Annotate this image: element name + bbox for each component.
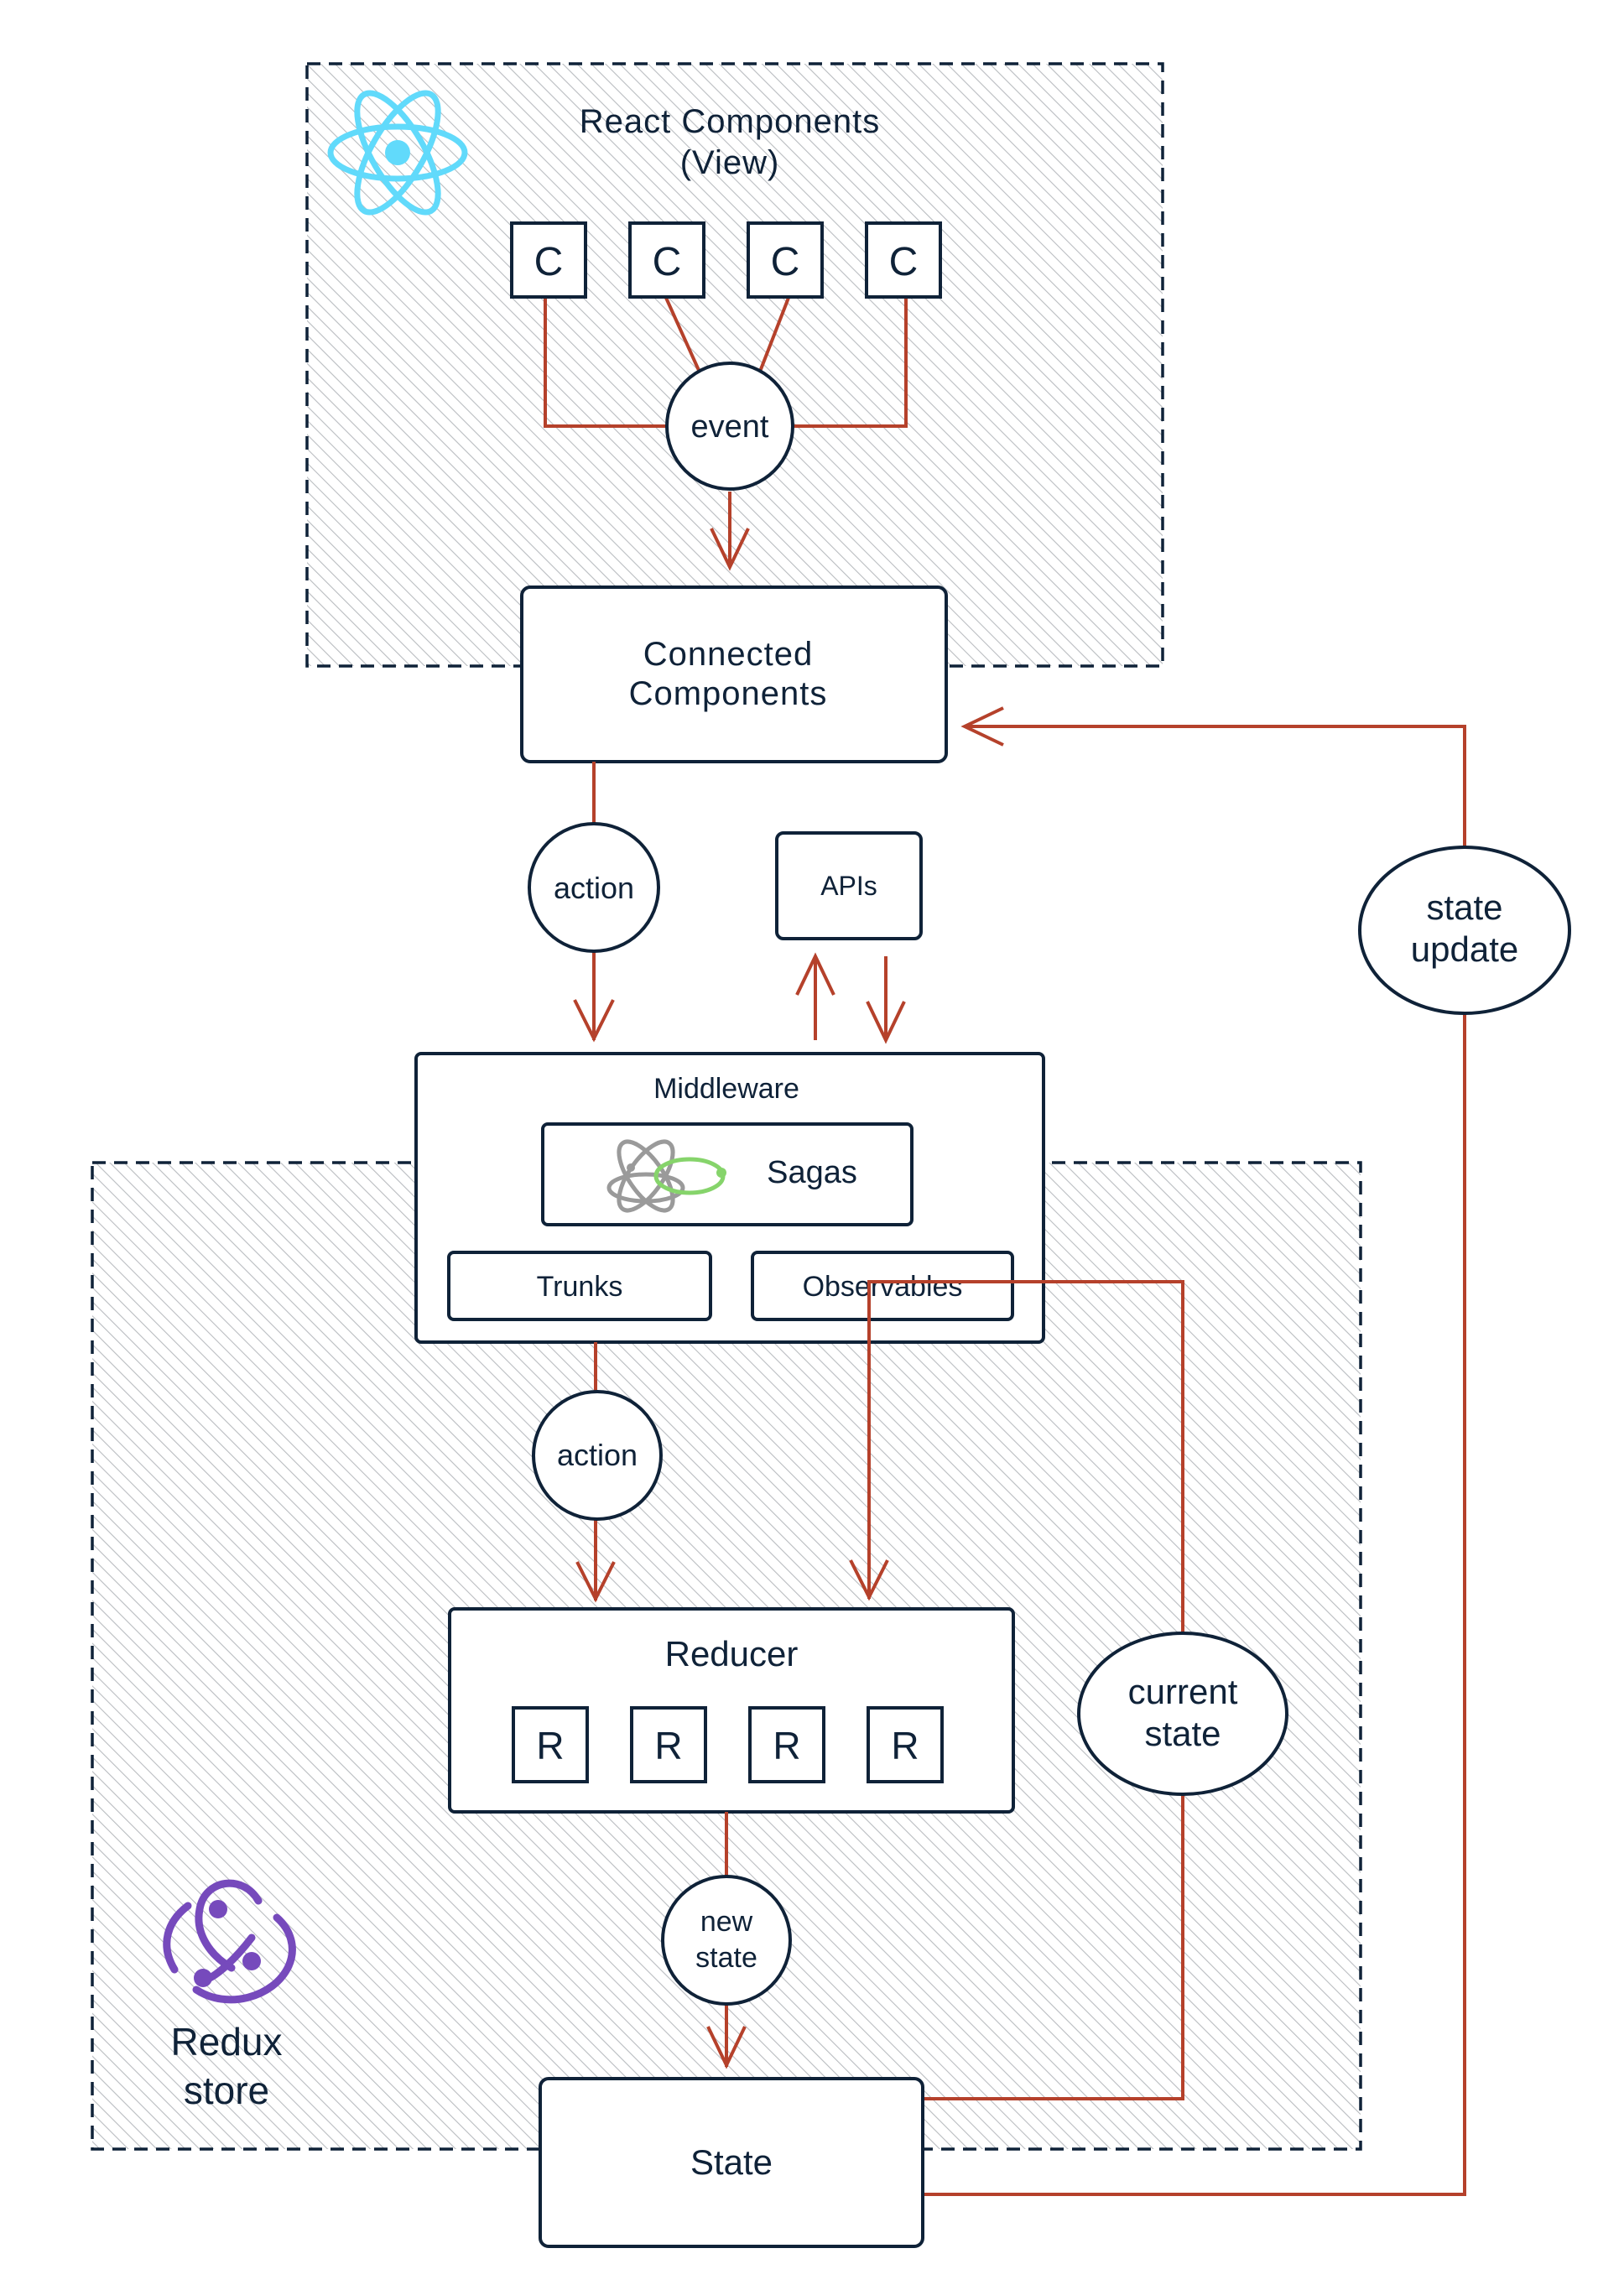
redux-store-line1: Redux (171, 2020, 283, 2064)
connected-label-line2: Components (629, 675, 828, 712)
state-box: State (539, 2077, 924, 2248)
action-mid-node: action (532, 1390, 663, 1521)
reducer-box: Reducer R R R R (448, 1607, 1015, 1814)
component-box-4: C (865, 221, 942, 299)
component-box-3: C (747, 221, 824, 299)
current-state-connectors (849, 1280, 1184, 2100)
component-label: C (653, 240, 682, 284)
action-top-node: action (528, 822, 660, 953)
reducer-item-2: R (630, 1706, 707, 1783)
sagas-label: Sagas (767, 1155, 857, 1190)
reducer-item-label: R (773, 1724, 800, 1767)
component-label: C (771, 240, 800, 284)
component-label: C (534, 240, 564, 284)
trunks-label: Trunks (537, 1271, 623, 1303)
new-state-node: new state (661, 1875, 792, 2006)
reducer-item-4: R (867, 1706, 944, 1783)
new-state-line1: new (700, 1906, 753, 1938)
sagas-box: Sagas (541, 1122, 914, 1226)
new-state-line2: state (695, 1942, 757, 1974)
trunks-box: Trunks (447, 1251, 712, 1321)
state-update-node: state update (1358, 846, 1571, 1015)
apis-connectors (795, 952, 906, 1044)
apis-label: APIs (820, 871, 877, 901)
current-state-line1: current (1128, 1672, 1238, 1711)
action-mid-label: action (557, 1438, 638, 1472)
component-box-2: C (628, 221, 705, 299)
middleware-title: Middleware (653, 1073, 799, 1105)
reducer-item-1: R (512, 1706, 589, 1783)
action-top-label: action (554, 871, 634, 905)
state-label: State (690, 2142, 773, 2182)
component-label: C (889, 240, 919, 284)
redux-logo-icon (163, 1879, 296, 2004)
observables-box: Observables (751, 1251, 1014, 1321)
view-title-line2: (View) (680, 144, 780, 181)
apis-box: APIs (775, 831, 923, 940)
action-top-connectors (573, 762, 615, 1043)
middleware-box: Middleware Sagas Trunks Observables (414, 1052, 1045, 1344)
view-title-line1: React Components (580, 103, 880, 140)
event-node: event (665, 362, 794, 491)
react-logo-icon (327, 90, 468, 216)
connected-components-box: Connected Components (520, 586, 948, 763)
reducer-item-label: R (654, 1724, 682, 1767)
new-state-connectors (706, 1812, 747, 2069)
reducer-item-label: R (536, 1724, 564, 1767)
component-box-1: C (510, 221, 587, 299)
connected-label-line1: Connected (643, 636, 813, 673)
reducer-title: Reducer (665, 1634, 799, 1673)
state-update-connectors (922, 706, 1466, 2196)
event-label: event (691, 409, 769, 445)
state-update-line1: state (1426, 887, 1502, 927)
component-connectors (544, 297, 908, 571)
reducer-item-3: R (748, 1706, 825, 1783)
state-update-line2: update (1411, 929, 1518, 969)
reducer-item-label: R (891, 1724, 919, 1767)
current-state-line2: state (1144, 1714, 1221, 1753)
current-state-node: current state (1077, 1632, 1288, 1796)
redux-store-line2: store (184, 2069, 269, 2112)
observables-label: Observables (803, 1271, 963, 1303)
redux-saga-logo-icon (606, 1139, 726, 1213)
action-mid-connectors (575, 1342, 616, 1603)
